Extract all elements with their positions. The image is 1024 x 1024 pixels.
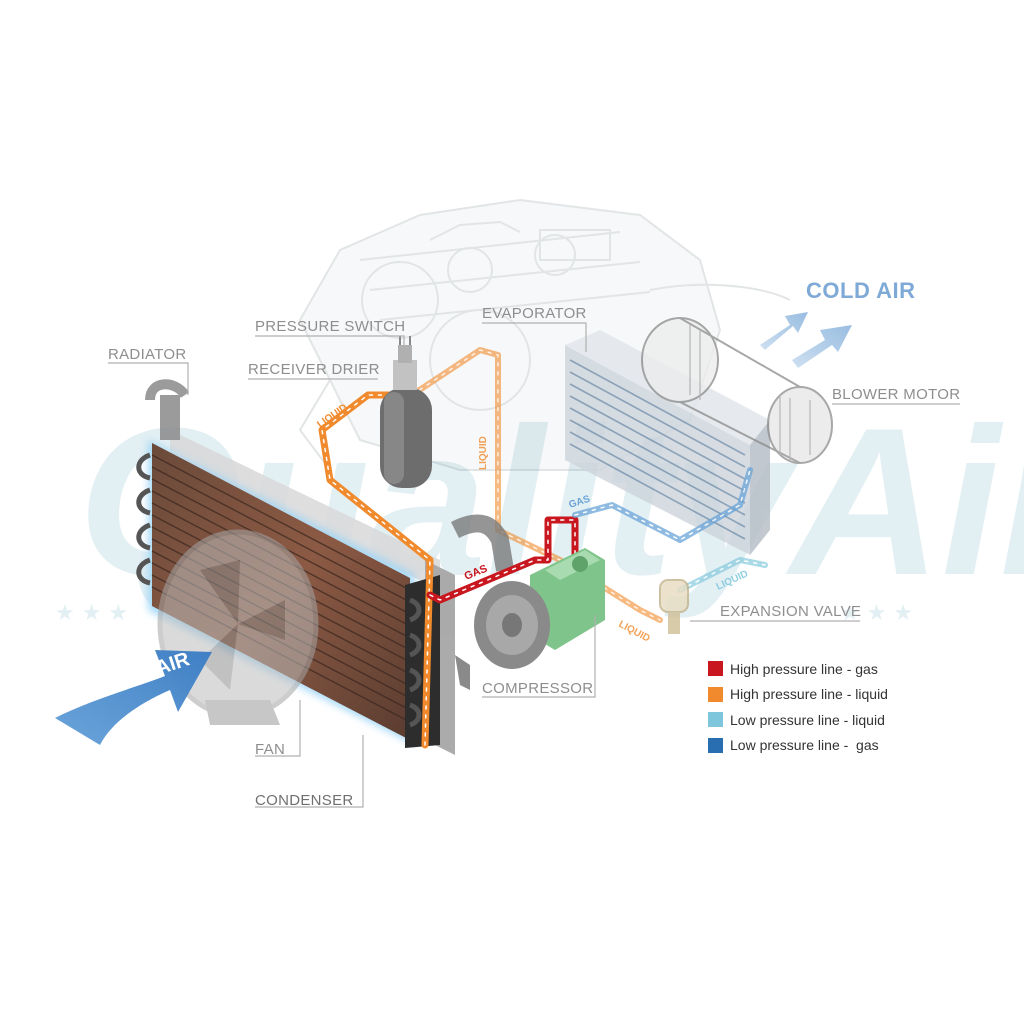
svg-text:★ ★ ★: ★ ★ ★ (55, 601, 128, 626)
fan-label: FAN (255, 741, 286, 758)
svg-text:★ ★ ★: ★ ★ ★ (840, 601, 913, 626)
legend: High pressure line - gas High pressure l… (708, 656, 888, 758)
evaporator-label: EVAPORATOR (482, 305, 587, 322)
legend-swatch (708, 712, 723, 728)
legend-item-high-liquid: High pressure line - liquid (708, 682, 888, 708)
legend-item-low-liquid: Low pressure line - liquid (708, 707, 888, 733)
legend-label: High pressure line - liquid (730, 686, 888, 703)
blower-motor-label: BLOWER MOTOR (832, 386, 961, 403)
pressure-switch-label: PRESSURE SWITCH (255, 318, 406, 335)
blower-motor (641, 317, 833, 464)
radiator-label: RADIATOR (108, 346, 187, 363)
low-pressure-gas-line (572, 467, 753, 543)
legend-item-high-gas: High pressure line - gas (708, 656, 888, 682)
condenser-label: CONDENSER (255, 792, 354, 809)
legend-item-low-gas: Low pressure line - gas (708, 733, 888, 759)
legend-swatch (708, 737, 723, 753)
air-arrow: AIR (55, 648, 212, 745)
legend-label: High pressure line - gas (730, 660, 878, 677)
compressor (455, 548, 605, 690)
liquid-label-2: LIQUID (478, 436, 489, 470)
cold-air-label: COLD AIR (806, 278, 916, 303)
legend-label: Low pressure line - gas (730, 737, 879, 754)
receiver-drier (380, 336, 432, 488)
low-pressure-liquid-line (677, 557, 768, 593)
liquid-label-3: LIQUID (617, 619, 652, 645)
receiver-drier-label: RECEIVER DRIER (248, 361, 380, 378)
legend-swatch (708, 661, 723, 677)
high-pressure-gas-line (426, 516, 579, 604)
legend-swatch (708, 686, 723, 702)
cold-air-arrows (760, 312, 852, 368)
expansion-valve (659, 579, 689, 634)
legend-label: Low pressure line - liquid (730, 711, 885, 728)
expansion-valve-label: EXPANSION VALVE (720, 603, 862, 620)
compressor-label: COMPRESSOR (482, 680, 594, 697)
leader-lines (108, 322, 960, 808)
